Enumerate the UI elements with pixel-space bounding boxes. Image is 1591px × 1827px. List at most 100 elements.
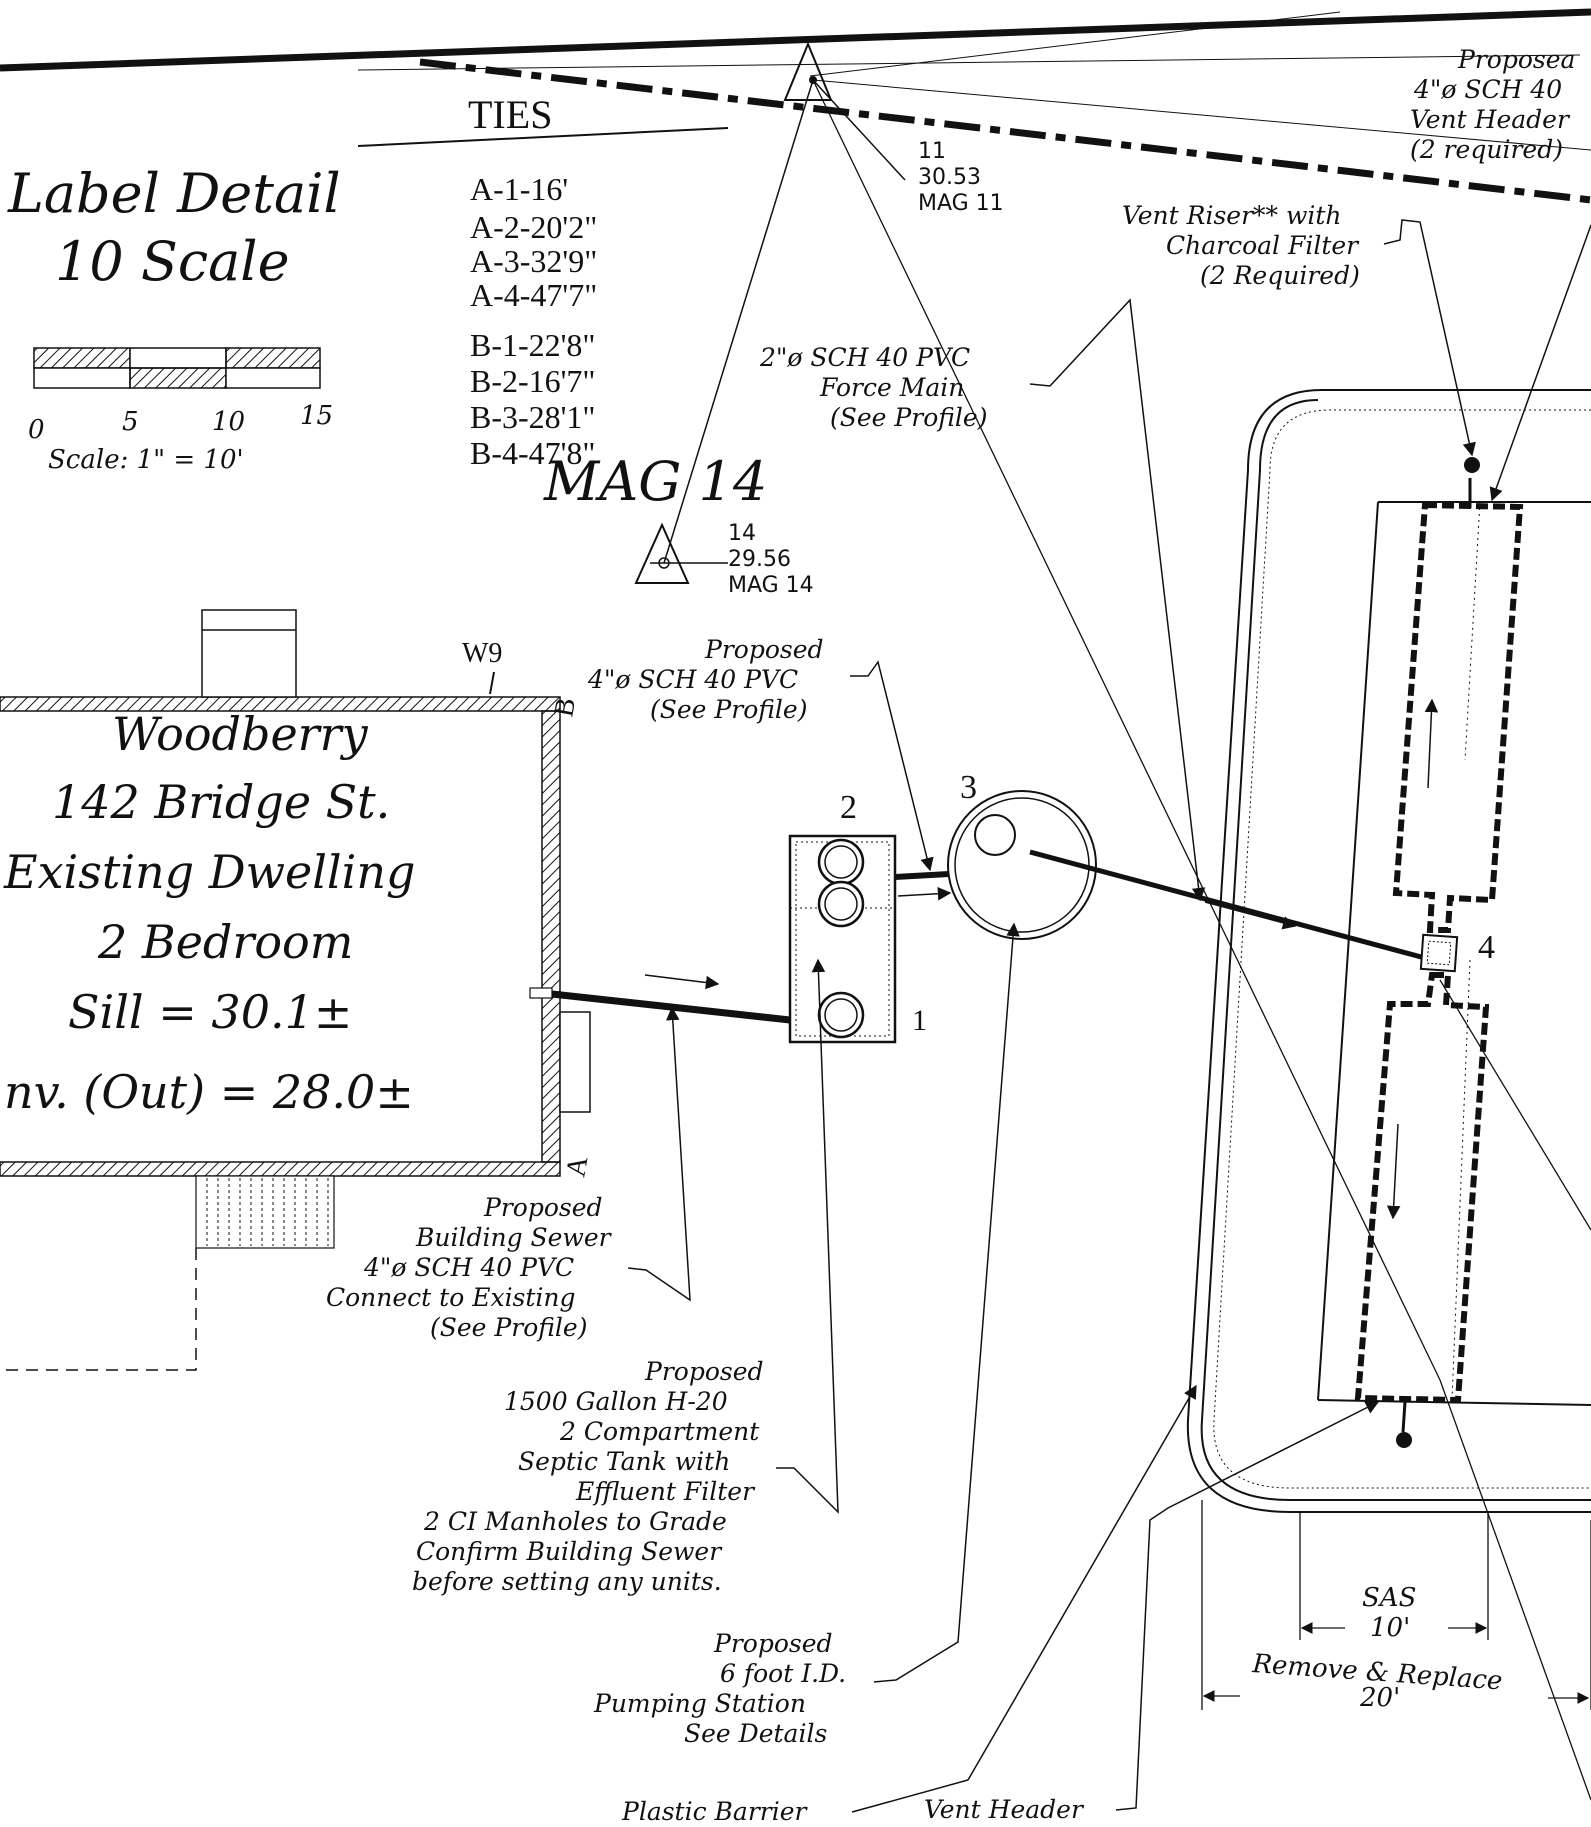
note-pumping-station-line3: Pumping Station	[593, 1689, 806, 1718]
unit-number-1: 1	[912, 1004, 927, 1037]
existing-dwelling: Woodberry 142 Bridge St. Existing Dwelli…	[0, 609, 595, 1371]
dwelling-sill: Sill = 30.1±	[68, 985, 352, 1039]
note-septic-tank-line5: Effluent Filter	[575, 1477, 756, 1506]
tie-b2: B-2-16'7"	[470, 363, 595, 399]
note-septic-tank-line1: Proposed	[644, 1357, 764, 1386]
septic-tank	[788, 834, 897, 1044]
note-vent-header-line2: 4"ø SCH 40	[1413, 75, 1562, 104]
tank-manhole-2	[817, 880, 865, 928]
note-building-sewer-line2: Building Sewer	[415, 1223, 613, 1252]
note-septic-tank-line2: 1500 Gallon H-20	[504, 1387, 728, 1416]
dwelling-type: Existing Dwelling	[3, 845, 415, 899]
leaching-chamber-lower	[1354, 972, 1490, 1404]
scale-tick-10: 10	[212, 407, 245, 437]
note-vent-header-line4: (2 required)	[1410, 135, 1563, 164]
soil-absorption-system	[1186, 389, 1591, 1513]
entry-steps	[195, 1175, 335, 1249]
note-plastic-barrier: Plastic Barrier	[621, 1384, 1197, 1826]
label-detail-scale: 10 Scale	[55, 230, 290, 293]
sas-dim-label: SAS	[1362, 1583, 1416, 1613]
ties-table: TIES A-1-16' A-2-20'2" A-3-32'9" A-4-47'…	[357, 92, 729, 471]
unit-number-3: 3	[960, 769, 977, 806]
mag14-elev: 29.56	[728, 547, 791, 572]
tie-a3: A-3-32'9"	[470, 243, 597, 279]
scale-bar	[33, 347, 321, 389]
property-line	[0, 8, 1591, 204]
mag11-elev: 30.53	[918, 165, 981, 190]
note-force-main-line3: (See Profile)	[830, 403, 987, 432]
dimension-lines: SAS 10' Remove & Replace 20'	[1201, 1500, 1591, 1713]
benchmark-mag14: 14 29.56 MAG 14 MAG 14	[543, 450, 814, 598]
scale-tick-0: 0	[28, 415, 45, 445]
tank-manhole-1	[817, 838, 865, 886]
note-pumping-station-line4: See Details	[684, 1719, 827, 1748]
unit-number-4: 4	[1478, 929, 1495, 966]
dwelling-bedrooms: 2 Bedroom	[97, 915, 353, 969]
note-proposed-pvc-line1: Proposed	[704, 635, 824, 664]
distribution-box	[1419, 933, 1459, 973]
note-building-sewer-line5: (See Profile)	[430, 1313, 587, 1342]
note-building-sewer-line4: Connect to Existing	[326, 1283, 576, 1312]
note-vent-riser-line1: Vent Riser** with	[1122, 201, 1342, 230]
scale-text: Scale: 1" = 10'	[48, 445, 244, 475]
force-main-pipe	[1029, 849, 1426, 961]
note-force-main-line1: 2"ø SCH 40 PVC	[759, 343, 970, 372]
dwelling-address: 142 Bridge St.	[52, 775, 390, 829]
note-vent-header-top: Proposea 4"ø SCH 40 Vent Header (2 requi…	[1410, 45, 1591, 502]
remove-replace-value: 20'	[1359, 1683, 1400, 1713]
note-proposed-pvc: Proposed 4"ø SCH 40 PVC (See Profile)	[587, 635, 934, 872]
corner-label-a: A	[560, 1153, 594, 1179]
tie-b3: B-3-28'1"	[470, 399, 595, 435]
note-vent-header-bottom: Vent Header	[924, 1401, 1380, 1824]
mag11-id: 11	[918, 139, 946, 164]
mag14-name: MAG 14	[728, 573, 814, 598]
note-pumping-station: Proposed 6 foot I.D. Pumping Station See…	[593, 922, 1020, 1748]
vent-riser-cap-top	[1464, 457, 1480, 473]
note-force-main-line2: Force Main	[819, 373, 964, 402]
note-vent-header-line1: Proposea	[1457, 45, 1575, 74]
sas-dim-value: 10'	[1370, 1613, 1410, 1643]
note-septic-tank-line6: 2 CI Manholes to Grade	[423, 1507, 727, 1536]
note-pumping-station-line1: Proposed	[713, 1629, 833, 1658]
tank-manhole-3	[817, 991, 865, 1039]
note-septic-tank: Proposed 1500 Gallon H-20 2 Compartment …	[412, 958, 839, 1596]
note-septic-tank-line4: Septic Tank with	[518, 1447, 730, 1476]
mag14-big-label: MAG 14	[543, 450, 767, 513]
note-building-sewer-line3: 4"ø SCH 40 PVC	[363, 1253, 574, 1282]
benchmark-mag11: 11 30.53 MAG 11	[783, 41, 1004, 216]
unit-number-2: 2	[840, 789, 857, 826]
note-septic-tank-line8: before setting any units.	[412, 1567, 722, 1596]
note-vent-header-bottom-text: Vent Header	[924, 1795, 1085, 1824]
note-septic-tank-line7: Confirm Building Sewer	[416, 1537, 723, 1566]
note-plastic-barrier-text: Plastic Barrier	[621, 1797, 809, 1826]
vent-riser-cap-bottom	[1396, 1432, 1412, 1448]
tie-lines	[663, 11, 1591, 1801]
ties-title: TIES	[468, 92, 552, 137]
note-septic-tank-line3: 2 Compartment	[559, 1417, 760, 1446]
corner-label-b: B	[548, 695, 582, 719]
tie-a1: A-1-16'	[470, 171, 568, 207]
note-pumping-station-line2: 6 foot I.D.	[720, 1659, 846, 1688]
tie-a2: A-2-20'2"	[470, 209, 597, 245]
dwelling-invert-out: nv. (Out) = 28.0±	[4, 1065, 414, 1119]
note-vent-header-line3: Vent Header	[1410, 105, 1571, 134]
leaching-chamber-upper	[1392, 501, 1524, 933]
tie-b4: B-4-47'8"	[470, 435, 595, 471]
note-proposed-pvc-line3: (See Profile)	[650, 695, 807, 724]
label-detail-title: Label Detail	[7, 162, 341, 225]
tie-a4: A-4-47'7"	[470, 277, 597, 313]
scale-block: Label Detail 10 Scale 0 5 10 15 Scale: 1…	[7, 162, 341, 475]
note-vent-riser-line2: Charcoal Filter	[1166, 231, 1360, 260]
scale-tick-5: 5	[122, 407, 139, 437]
note-proposed-pvc-line2: 4"ø SCH 40 PVC	[587, 665, 798, 694]
mag14-id: 14	[728, 521, 756, 546]
dwelling-owner: Woodberry	[112, 707, 369, 761]
note-building-sewer-line1: Proposed	[483, 1193, 603, 1222]
note-vent-riser: Vent Riser** with Charcoal Filter (2 Req…	[1122, 201, 1476, 457]
mag11-name: MAG 11	[918, 191, 1004, 216]
note-vent-riser-line3: (2 Required)	[1200, 261, 1360, 290]
tie-b1: B-1-22'8"	[470, 327, 595, 363]
note-building-sewer: Proposed Building Sewer 4"ø SCH 40 PVC C…	[326, 1006, 691, 1342]
pumping-station	[947, 790, 1097, 940]
